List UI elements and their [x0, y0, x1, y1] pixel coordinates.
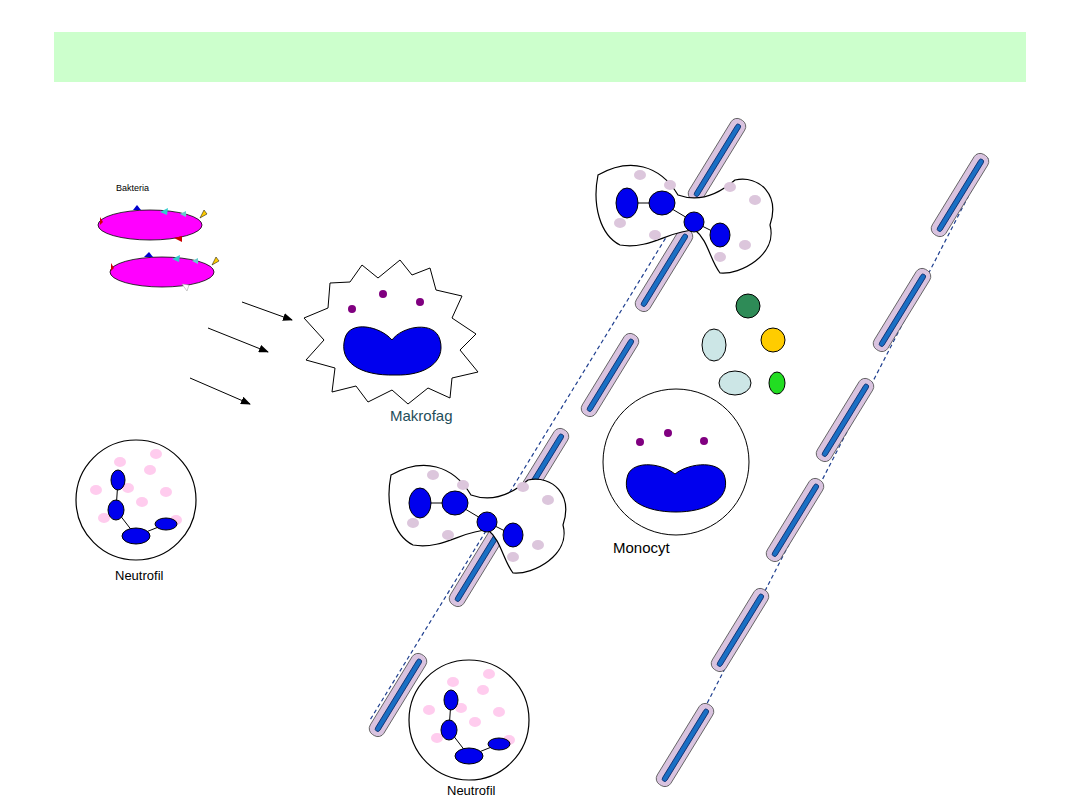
- nuclear-lobe: [441, 720, 457, 740]
- migration-arrows: [190, 302, 292, 404]
- granule: [493, 707, 505, 717]
- endothelial-body: [654, 701, 717, 789]
- endothelial-cells: [367, 116, 992, 789]
- nuclear-lobe: [488, 738, 510, 750]
- granule: [749, 195, 761, 205]
- bacteria-label: Bakteria: [116, 184, 149, 194]
- endothelial-nucleus: [640, 233, 688, 307]
- granule: [407, 518, 419, 528]
- nuclear-lobe: [108, 500, 124, 520]
- granule: [517, 482, 529, 492]
- endothelial-cell: [709, 586, 772, 674]
- nuclear-lobe: [409, 488, 431, 518]
- nuclear-lobe: [477, 512, 497, 532]
- granule: [614, 218, 626, 228]
- granule: [724, 182, 736, 192]
- neutrophil-membrane: [596, 165, 773, 273]
- granule: [542, 495, 554, 505]
- granule: [469, 717, 481, 727]
- endothelial-nucleus: [661, 708, 709, 782]
- nuclear-lobe: [649, 191, 675, 215]
- endothelial-body: [814, 376, 877, 464]
- nuclear-lobe: [710, 223, 730, 247]
- bacteria: [98, 205, 219, 291]
- granule: [507, 552, 519, 562]
- monocyte-label: Monocyt: [613, 540, 670, 557]
- granule: [483, 669, 495, 679]
- transmigrating-neutrophil: [389, 465, 566, 573]
- granule: [634, 170, 646, 180]
- endothelial-cell: [814, 376, 877, 464]
- nuclear-lobe: [684, 212, 704, 232]
- neutrophil-label: Neutrofil: [115, 569, 163, 583]
- endothelial-nucleus: [586, 338, 634, 412]
- endothelial-nucleus: [454, 528, 502, 602]
- granule: [664, 180, 676, 190]
- endothelial-body: [764, 476, 827, 564]
- neutrophil: [409, 660, 529, 780]
- neutrophil-membrane: [409, 660, 529, 780]
- nuclear-lobe: [442, 491, 468, 515]
- neutrophil-membrane: [76, 440, 196, 560]
- neutrophil: [76, 440, 196, 560]
- endothelial-nucleus: [821, 383, 869, 457]
- mediators: [702, 294, 785, 395]
- granule: [90, 485, 102, 495]
- monocyte: [603, 389, 749, 535]
- neutrophils: [76, 165, 773, 780]
- neutrophil-label: Neutrofil: [447, 784, 495, 798]
- nuclear-lobe: [503, 523, 523, 547]
- granule: [136, 497, 148, 507]
- nuclear-lobe: [155, 518, 177, 530]
- granule: [447, 677, 459, 687]
- granule: [442, 530, 454, 540]
- endothelial-cell: [654, 701, 717, 789]
- nuclear-lobe: [111, 470, 125, 490]
- endothelial-body: [929, 151, 992, 239]
- granule: [739, 240, 751, 250]
- granule: [144, 465, 156, 475]
- granule: [532, 540, 544, 550]
- granule: [98, 513, 110, 523]
- granule: [160, 487, 172, 497]
- macrophage: [304, 260, 478, 404]
- nuclear-lobe: [444, 690, 458, 710]
- granule: [431, 733, 443, 743]
- macrophage-label: Makrofag: [390, 408, 453, 425]
- endothelial-cell: [929, 151, 992, 239]
- granule: [150, 449, 162, 459]
- granule: [114, 457, 126, 467]
- endothelial-nucleus: [716, 593, 764, 667]
- endothelial-nucleus: [771, 483, 819, 557]
- nuclear-lobe: [122, 528, 150, 544]
- granule: [457, 480, 469, 490]
- granule: [714, 252, 726, 262]
- transmigrating-neutrophil: [596, 165, 773, 273]
- granule: [649, 230, 661, 240]
- endothelial-nucleus: [693, 123, 741, 197]
- neutrophil-membrane: [389, 465, 566, 573]
- nuclear-lobe: [455, 748, 483, 764]
- granule: [423, 705, 435, 715]
- endothelial-body: [871, 266, 934, 354]
- endothelial-nucleus: [878, 273, 926, 347]
- granule: [477, 685, 489, 695]
- endothelial-cell: [871, 266, 934, 354]
- endothelial-nucleus: [936, 158, 984, 232]
- nuclear-lobe: [616, 188, 638, 218]
- granule: [427, 470, 439, 480]
- endothelial-cell: [764, 476, 827, 564]
- title-banner: [54, 32, 1026, 82]
- endothelial-body: [709, 586, 772, 674]
